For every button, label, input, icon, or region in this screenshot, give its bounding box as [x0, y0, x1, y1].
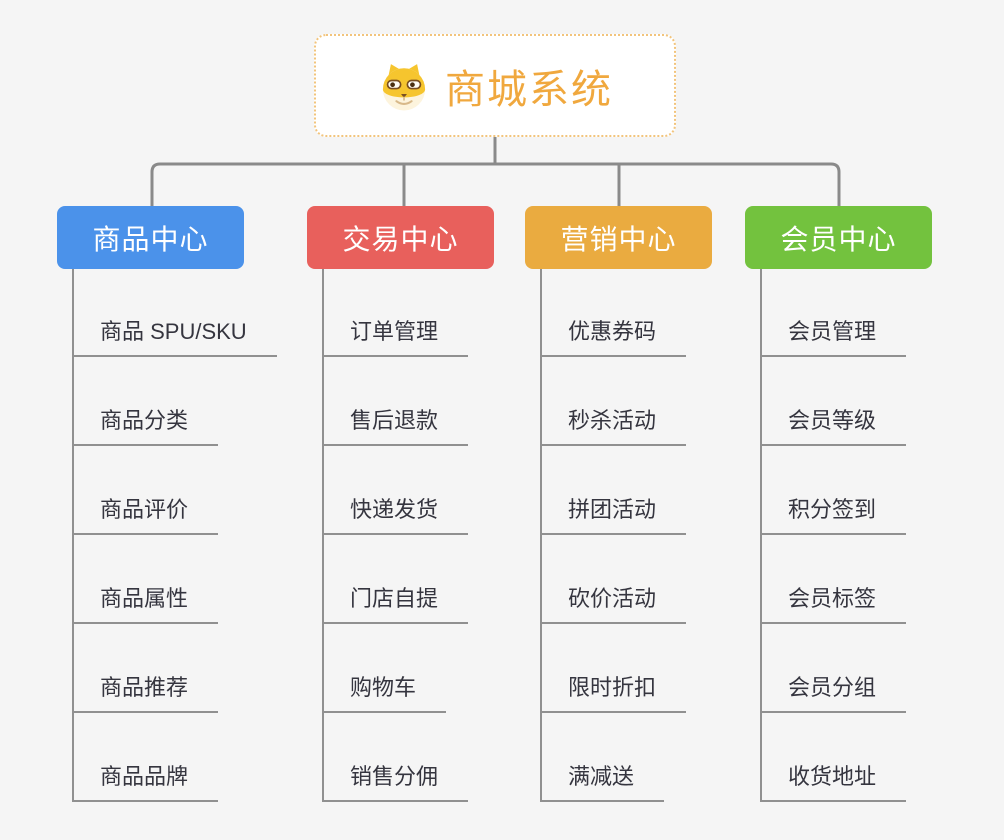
branch-member-center: 会员中心 会员管理 会员等级 积分签到 会员标签 会员分组 收货地址 [745, 206, 1004, 816]
topic-item[interactable]: 门店自提 [322, 582, 469, 624]
shiba-dog-icon [377, 59, 431, 113]
topic-item[interactable]: 商品属性 [72, 582, 219, 624]
topic-item[interactable]: 会员分组 [760, 671, 907, 713]
topic-item[interactable]: 售后退款 [322, 404, 469, 446]
root-title: 商城系统 [445, 67, 613, 112]
topic-item[interactable]: 会员标签 [760, 582, 907, 624]
topic-item[interactable]: 商品品牌 [72, 760, 219, 802]
topic-item[interactable]: 会员管理 [760, 315, 907, 357]
branch-trunk-line [72, 269, 74, 802]
branch-header-member-center[interactable]: 会员中心 [745, 206, 932, 269]
branch-header-trade-center[interactable]: 交易中心 [307, 206, 494, 269]
topic-item[interactable]: 会员等级 [760, 404, 907, 446]
branch-marketing-center: 营销中心 优惠券码 秒杀活动 拼团活动 砍价活动 限时折扣 满减送 [525, 206, 785, 816]
topic-item[interactable]: 满减送 [540, 760, 665, 802]
topic-item[interactable]: 订单管理 [322, 315, 469, 357]
topic-item[interactable]: 商品分类 [72, 404, 219, 446]
topic-item[interactable]: 拼团活动 [540, 493, 687, 535]
branch-product-center: 商品中心 商品 SPU/SKU 商品分类 商品评价 商品属性 商品推荐 商品品牌 [57, 206, 317, 816]
branch-trunk-line [540, 269, 542, 802]
branch-header-marketing-center[interactable]: 营销中心 [525, 206, 712, 269]
topic-item[interactable]: 砍价活动 [540, 582, 687, 624]
branch-trunk-line [760, 269, 762, 802]
topic-item[interactable]: 积分签到 [760, 493, 907, 535]
topic-item[interactable]: 商品评价 [72, 493, 219, 535]
branch-trade-center: 交易中心 订单管理 售后退款 快递发货 门店自提 购物车 销售分佣 [307, 206, 567, 816]
topic-item[interactable]: 购物车 [322, 671, 447, 713]
topic-item[interactable]: 秒杀活动 [540, 404, 687, 446]
topic-item[interactable]: 商品推荐 [72, 671, 219, 713]
topic-item[interactable]: 快递发货 [322, 493, 469, 535]
root-node[interactable]: 商城系统 [314, 34, 676, 137]
topic-item[interactable]: 限时折扣 [540, 671, 687, 713]
topic-item[interactable]: 销售分佣 [322, 760, 469, 802]
topic-item[interactable]: 优惠券码 [540, 315, 687, 357]
branch-trunk-line [322, 269, 324, 802]
branch-header-product-center[interactable]: 商品中心 [57, 206, 244, 269]
topic-item[interactable]: 收货地址 [760, 760, 907, 802]
topic-item[interactable]: 商品 SPU/SKU [72, 315, 277, 357]
